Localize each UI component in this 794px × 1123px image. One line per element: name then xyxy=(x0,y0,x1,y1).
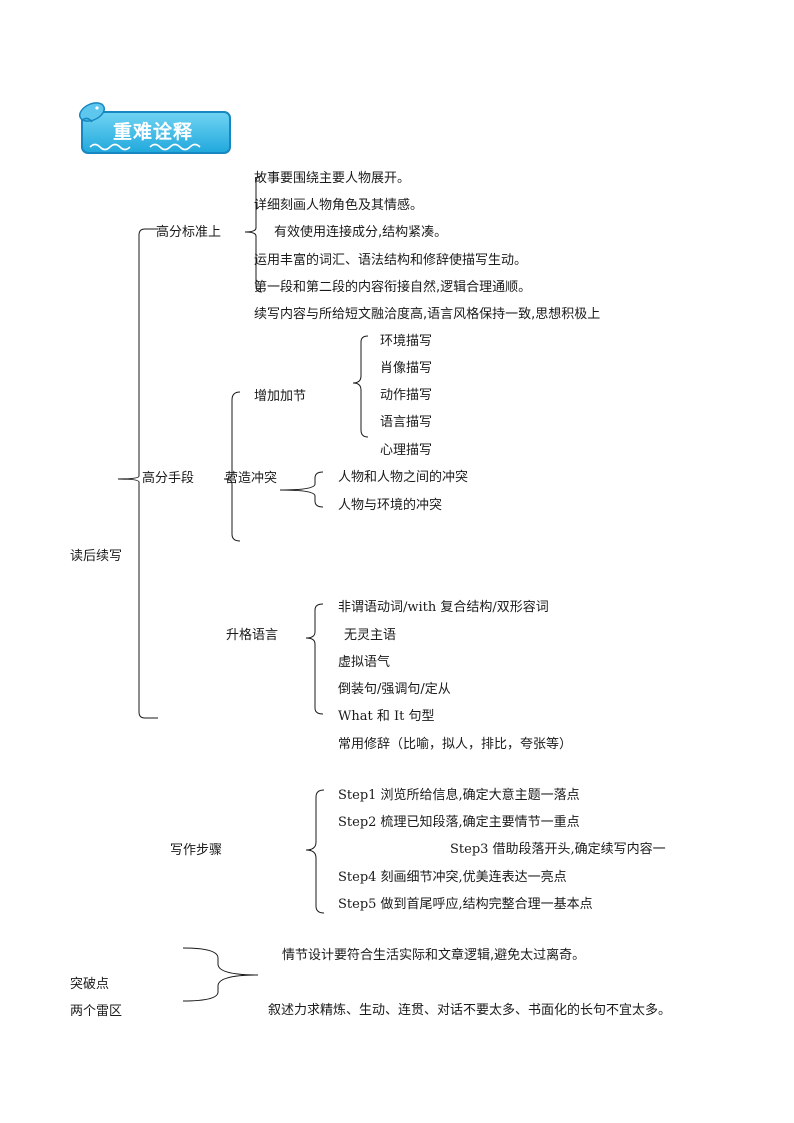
language-label: 升格语言 xyxy=(226,628,279,643)
pitfalls-label-1: 突破点 xyxy=(70,977,110,992)
section-banner xyxy=(81,111,231,154)
standard-item: 运用丰富的词汇、语法结构和修辞使描写生动。 xyxy=(254,253,528,268)
language-item: 虚拟语气 xyxy=(338,655,391,670)
step-item: Step3 借助段落开头,确定续写内容一 xyxy=(450,842,666,857)
standard-item: 续写内容与所给短文融洽度高,语言风格保持一致,思想积极上 xyxy=(254,307,601,322)
steps-label: 写作步骤 xyxy=(170,843,223,858)
step-item: Step1 浏览所给信息,确定大意主题一落点 xyxy=(338,788,580,803)
detail-item: 肖像描写 xyxy=(380,361,433,376)
banner-title: 重难诠释 xyxy=(113,121,194,143)
detail-item: 心理描写 xyxy=(380,443,433,458)
standards-label: 高分标准上 xyxy=(156,225,222,240)
step-item: Step4 刻画细节冲突,优美连表达一亮点 xyxy=(338,870,567,885)
conflict-item: 人物与环境的冲突 xyxy=(338,498,443,513)
conflict-item: 人物和人物之间的冲突 xyxy=(338,470,469,485)
detail-item: 动作描写 xyxy=(380,388,433,403)
conflict-label: 营造冲突 xyxy=(225,471,278,486)
language-item: What 和 It 句型 xyxy=(338,709,435,724)
step-item: Step5 做到首尾呼应,结构完整合理一基本点 xyxy=(338,897,593,912)
standard-item: 有效使用连接成分,结构紧凑。 xyxy=(274,225,448,240)
step-item: Step2 梳理已知段落,确定主要情节一重点 xyxy=(338,815,580,830)
standard-item: 详细刻画人物角色及其情感。 xyxy=(254,198,424,213)
language-item: 无灵主语 xyxy=(344,628,397,643)
language-item: 非谓语动词/with 复合结构/双形容词 xyxy=(338,600,549,615)
pitfall-item: 叙述力求精炼、生动、连贯、对话不要太多、书面化的长句不宜太多。 xyxy=(268,1003,672,1018)
language-item: 倒装句/强调句/定从 xyxy=(338,682,451,697)
detail-item: 语言描写 xyxy=(380,415,433,430)
detail-item: 环境描写 xyxy=(380,334,433,349)
pitfalls-label-2: 两个雷区 xyxy=(70,1004,123,1019)
methods-label: 高分手段 xyxy=(142,471,195,486)
language-item: 常用修辞（比喻，拟人，排比，夸张等） xyxy=(338,737,573,752)
standard-item: 第一段和第二段的内容衔接自然,逻辑合理通顺。 xyxy=(254,280,532,295)
root-label: 读后续写 xyxy=(70,549,123,564)
add-detail-label: 增加加节 xyxy=(254,389,307,404)
pitfall-item: 情节设计要符合生活实际和文章逻辑,避免太过离奇。 xyxy=(282,948,586,963)
standard-item: 故事要围绕主要人物展开。 xyxy=(254,171,411,186)
